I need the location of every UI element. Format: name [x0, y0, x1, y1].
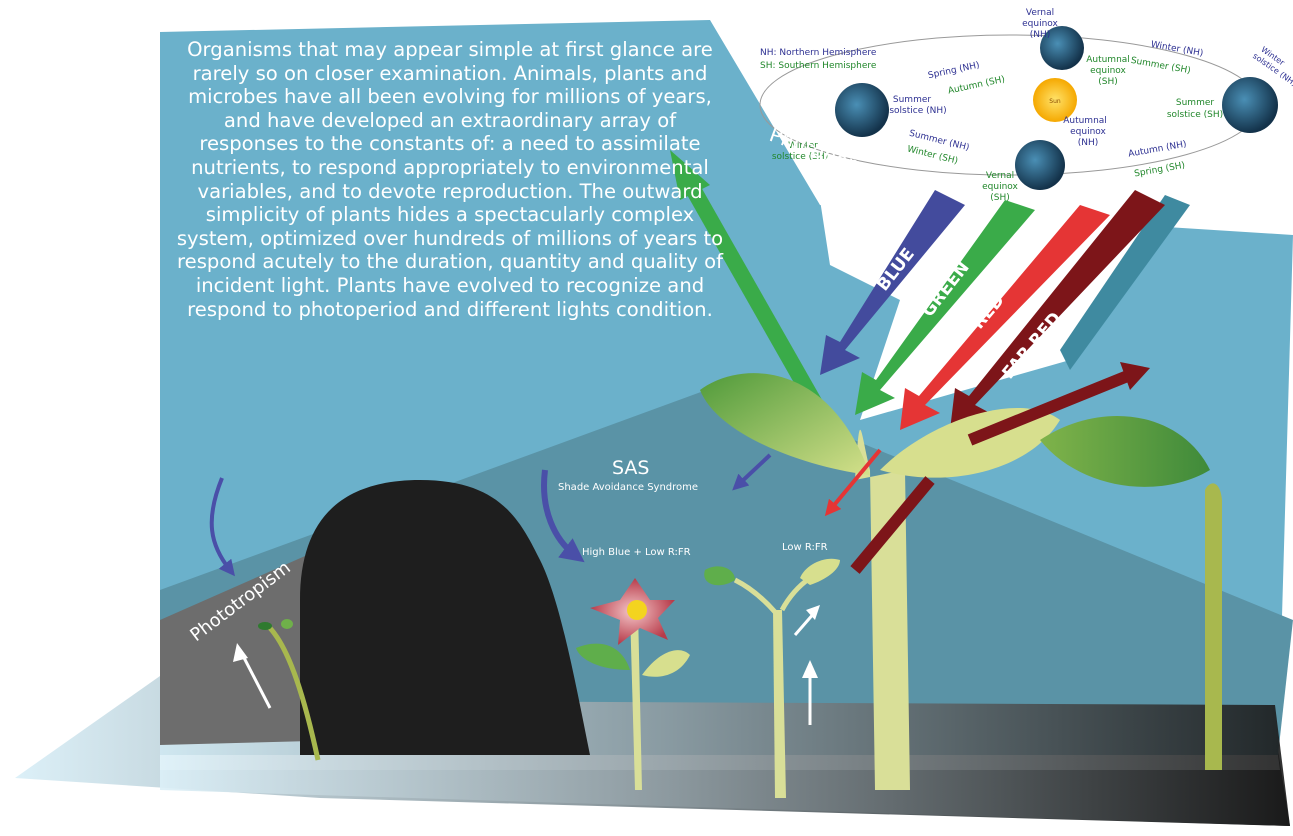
orbit-panel — [710, 0, 1293, 220]
band-green — [855, 200, 1035, 415]
winter-solstice-sh-line2: solstice (SH) — [772, 152, 828, 162]
seedling-leaf-2 — [281, 619, 293, 629]
green-long-arrow — [678, 171, 837, 434]
summer-solstice-nh-line2: solstice (NH) — [889, 106, 946, 116]
vernal-nh-line1: Vernal — [1026, 8, 1054, 18]
band-green-arrow — [855, 200, 1035, 415]
vernal-nh-line3: (NH) — [1030, 30, 1051, 40]
sun-label: Sun — [1049, 98, 1061, 105]
small-blue-arrow — [732, 453, 772, 491]
vernal-sh-line2: equinox — [982, 182, 1018, 192]
earth-winter-nh — [1222, 77, 1278, 133]
intro-paragraph: Organisms that may appear simple at firs… — [176, 38, 724, 321]
seedling-white-arrow-head — [233, 643, 248, 662]
low-rfr-label: Low R:FR — [782, 542, 828, 553]
earth-autumnal-nh — [1015, 140, 1065, 190]
small-far-red-arrow — [850, 476, 935, 574]
flower-plant — [576, 578, 690, 790]
middle-plant-branch-left — [733, 577, 777, 614]
legend-sh: SH: Southern Hemisphere — [760, 61, 877, 71]
autumnal-nh-line1: Autumnal — [1063, 116, 1107, 126]
high-blue-label: High Blue + Low R:FR — [582, 547, 691, 558]
earth-vernal-nh — [1040, 26, 1084, 70]
band-blue-arrow — [820, 190, 965, 375]
right-plant-stem — [1205, 483, 1222, 770]
autumnal-sh-line2: equinox — [1090, 66, 1126, 76]
summer-solstice-nh-line1: Summer — [893, 95, 931, 105]
flower-stem — [630, 610, 642, 790]
winter-solstice-sh-line1: Winter — [788, 141, 818, 151]
middle-plant-stem — [773, 610, 786, 798]
seedling-stem — [268, 626, 321, 761]
middle-plant-arrow-diag-head — [806, 605, 820, 620]
band-far-red-arrow — [950, 190, 1165, 430]
sas-full-label: Shade Avoidance Syndrome — [558, 482, 698, 493]
middle-plant — [704, 558, 840, 798]
sas-label: SAS — [612, 457, 649, 479]
sun — [1033, 78, 1077, 122]
small-red-arrow — [824, 448, 882, 517]
vernal-sh-line1: Vernal — [986, 171, 1014, 181]
summer-solstice-sh-line2: solstice (SH) — [1167, 110, 1223, 120]
middle-plant-leaf-left — [704, 566, 735, 586]
middle-plant-leaf-right — [800, 558, 840, 585]
band-red — [900, 205, 1110, 430]
autumnal-nh-line2: equinox — [1070, 127, 1106, 137]
flower-leaf-left — [576, 643, 630, 670]
phototropism-curved-arrow — [209, 477, 235, 577]
vernal-sh-line3: (SH) — [990, 193, 1010, 203]
seedling-white-arrow — [238, 649, 272, 709]
autumnal-nh-line3: (NH) — [1078, 138, 1099, 148]
far-red-double-arrow — [967, 369, 1133, 446]
legend-nh: NH: Northern Hemisphere — [760, 48, 877, 58]
autumnal-sh-line3: (SH) — [1098, 77, 1118, 87]
seedling-leaf-1 — [258, 622, 272, 630]
band-far-red — [950, 190, 1165, 430]
flower-leaf-right — [642, 650, 690, 677]
right-leaf-far — [1040, 416, 1210, 487]
flower-center — [627, 600, 647, 620]
dark-rock — [300, 480, 590, 755]
band-red-arrow — [900, 205, 1110, 430]
large-plant-leaf-left — [700, 373, 870, 475]
earth-summer-nh — [835, 83, 889, 137]
autumnal-sh-line1: Autumnal — [1086, 55, 1130, 65]
middle-plant-arrow-up-head — [802, 660, 818, 678]
green-long-arrow-head — [670, 150, 710, 200]
band-blue — [820, 190, 965, 375]
high-blue-curved-arrow — [541, 469, 585, 563]
beam-shadow — [1060, 195, 1190, 370]
vernal-nh-line2: equinox — [1022, 19, 1058, 29]
far-red-double-arrow-head — [1120, 362, 1150, 390]
summer-solstice-sh-line1: Summer — [1176, 98, 1214, 108]
